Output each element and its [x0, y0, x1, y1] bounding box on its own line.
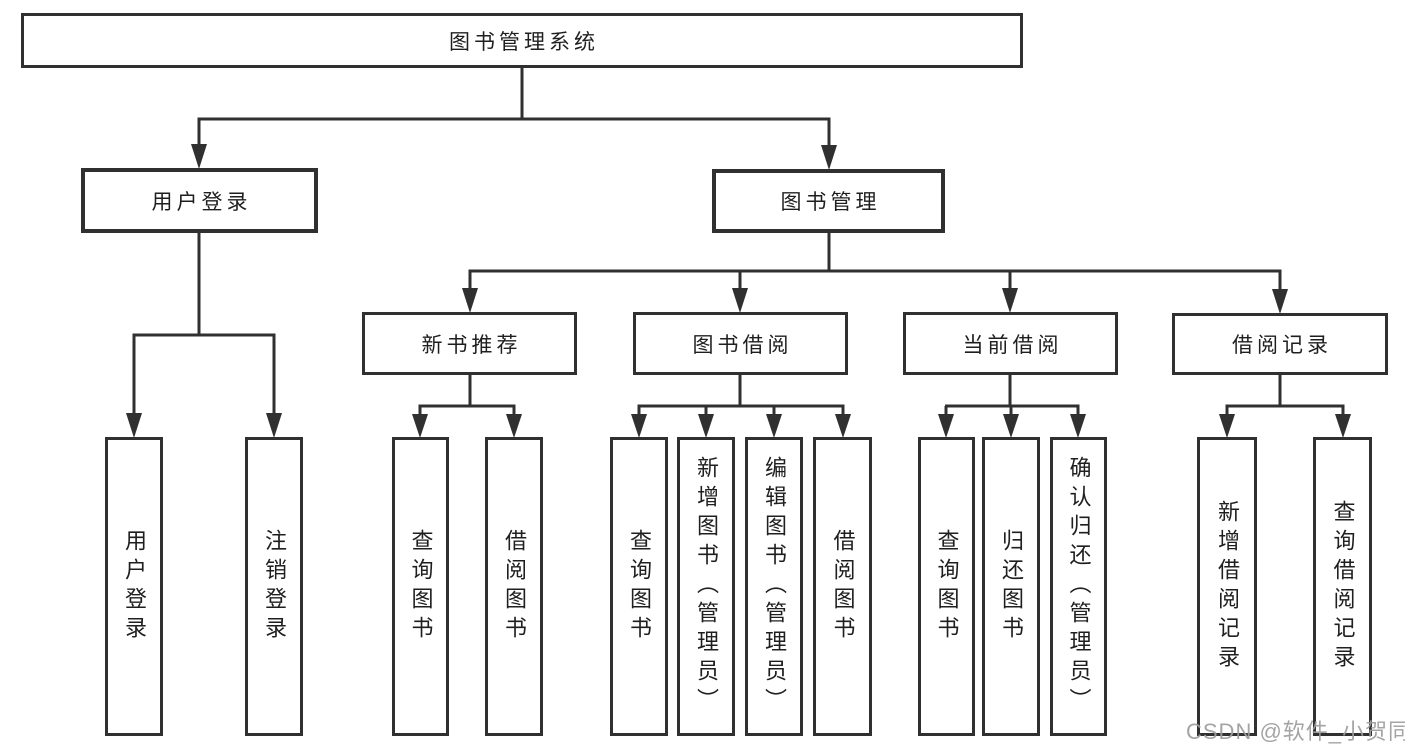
leaf-query-books-borrow: 查询图书 — [610, 437, 668, 736]
arrowheads — [126, 144, 1351, 438]
leaf-add-borrow-record: 新增借阅记录 — [1197, 437, 1257, 736]
leaf-confirm-return-admin: 确认归还（管理员） — [1050, 437, 1107, 736]
leaf-logout: 注销登录 — [245, 437, 303, 736]
node-user-login: 用户登录 — [81, 168, 318, 233]
leaf-query-books-recommend: 查询图书 — [392, 437, 449, 736]
leaf-borrow-books-recommend: 借阅图书 — [485, 437, 543, 736]
leaf-query-books-current: 查询图书 — [918, 437, 975, 736]
leaf-return-books: 归还图书 — [982, 437, 1040, 736]
node-borrow-records: 借阅记录 — [1172, 313, 1388, 375]
leaf-add-books-admin: 新增图书（管理员） — [677, 437, 735, 736]
node-current-borrow: 当前借阅 — [903, 312, 1118, 375]
node-book-borrow: 图书借阅 — [633, 312, 848, 375]
leaf-edit-books-admin: 编辑图书（管理员） — [745, 437, 803, 736]
node-new-book-recommend: 新书推荐 — [362, 312, 577, 375]
node-root-system: 图书管理系统 — [21, 13, 1023, 68]
leaf-borrow-books: 借阅图书 — [813, 437, 872, 736]
csdn-watermark: CSDN @软件_小贺同学 — [1186, 719, 1405, 744]
node-book-management: 图书管理 — [712, 169, 945, 233]
leaf-query-borrow-record: 查询借阅记录 — [1313, 437, 1372, 736]
leaf-user-login: 用户登录 — [105, 437, 163, 736]
